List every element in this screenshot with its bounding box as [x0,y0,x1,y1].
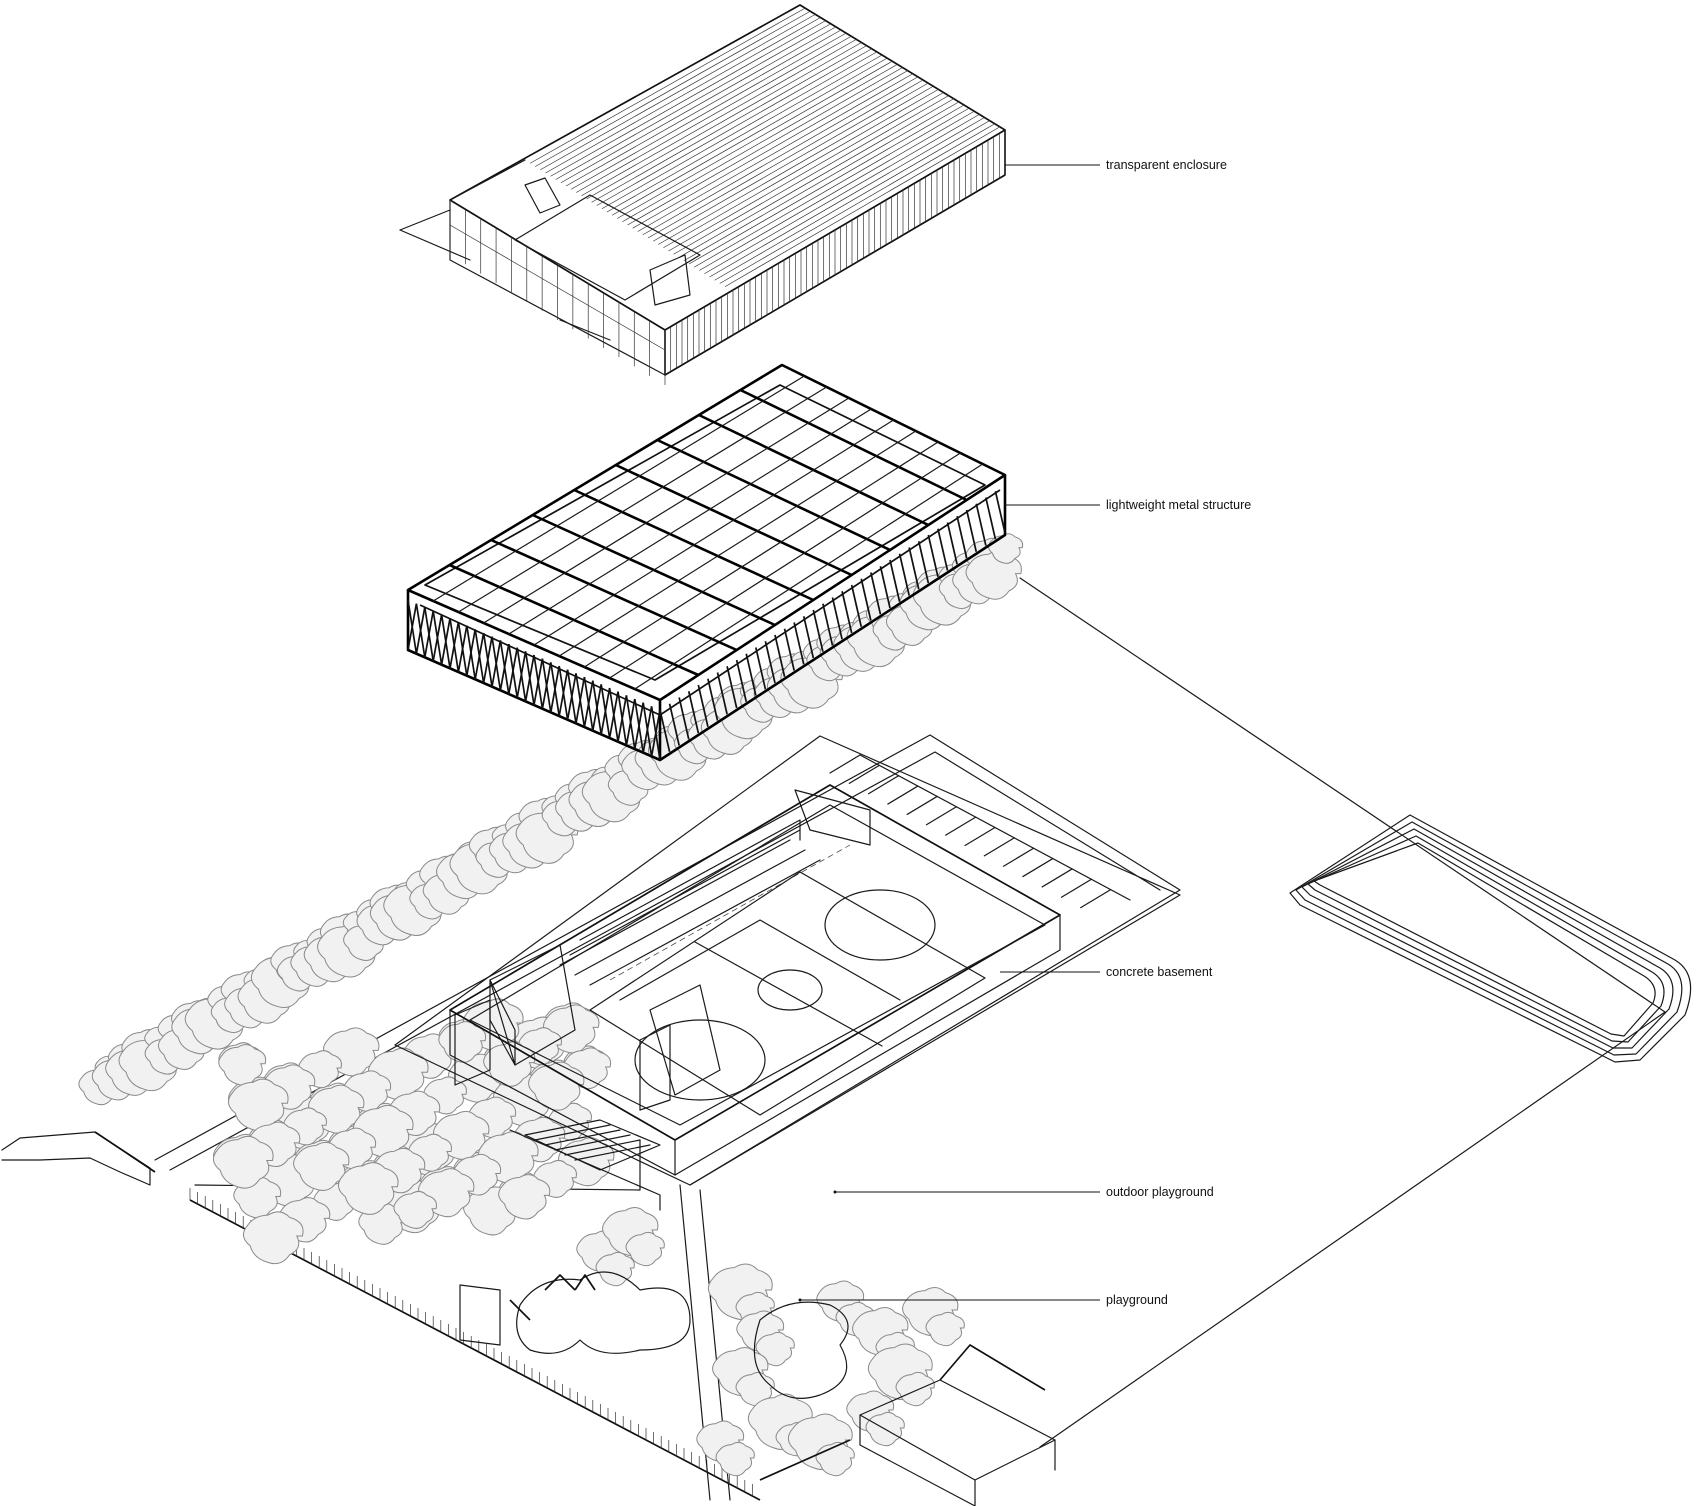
terrain-edge-left [1,1131,151,1186]
site-boundary [1019,577,1666,1448]
basketball-court [589,844,986,1116]
site-path-inner-2 [169,751,1161,1171]
label-playground: playground [1106,1293,1168,1307]
concrete-basement [394,735,1181,1211]
label-concrete-basement: concrete basement [1106,965,1213,979]
fence-right [939,1344,1046,1391]
fence-bottom [759,1439,851,1481]
label-lightweight-metal-structure: lightweight metal structure [1106,498,1251,512]
truss-front-right [659,491,1006,752]
site-path-inner [154,734,1181,1186]
playground-area [459,1271,1056,1506]
truss-front-left [407,599,661,761]
small-building [859,1344,1056,1506]
skylight [514,194,701,301]
callouts: transparent enclosure lightweight metal … [798,158,1251,1307]
roof-beams [432,375,984,690]
bleachers [559,819,821,986]
enclosure-side-ribs [664,130,1006,375]
transparent-enclosure [399,4,1006,385]
basement-outer-slab [394,735,1181,1186]
running-track [1289,814,1692,1063]
label-transparent-enclosure: transparent enclosure [1106,158,1227,172]
enclosure-glass-grid [449,200,666,385]
metal-structure [406,363,1007,762]
label-outdoor-playground: outdoor playground [1106,1185,1214,1199]
perimeter-fence-left [94,1131,156,1173]
tree-rows [78,533,1024,1477]
entrance-ramp [509,1119,661,1211]
parking-stalls [829,754,1112,909]
playground-zone-right [753,1301,849,1399]
playground-gate [459,1284,501,1346]
site-plan [1,577,1666,1501]
playground-zone-left [516,1271,691,1354]
enclosure-roof-ribs [529,7,1001,288]
basement-rooms [454,789,871,1111]
